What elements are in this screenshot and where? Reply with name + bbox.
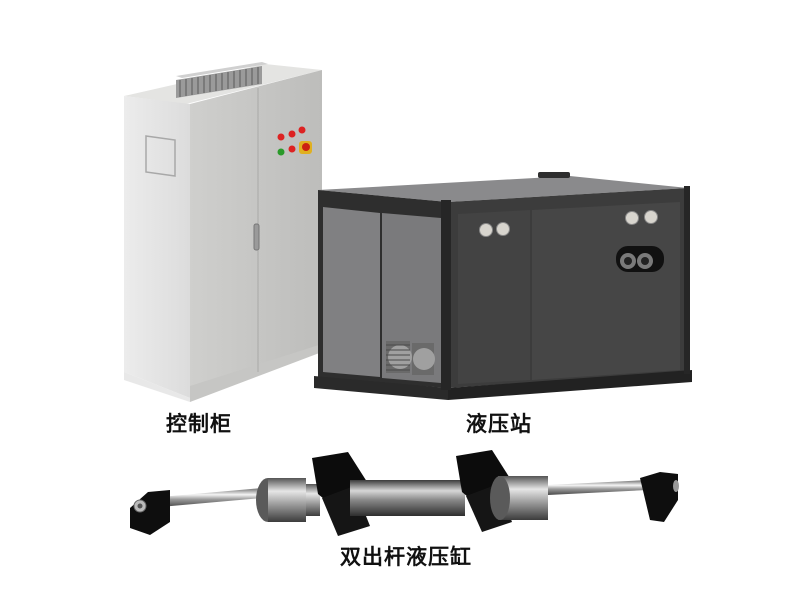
cylinder-barrel [350, 480, 465, 516]
hydraulic-cylinder-label: 双出杆液压缸 [340, 545, 472, 569]
door-handle [253, 223, 260, 251]
emergency-stop-button [299, 141, 312, 154]
side-window [145, 135, 176, 177]
left-end-bracket [130, 490, 170, 535]
top-cap [538, 172, 570, 178]
indicator-lights [277, 126, 306, 156]
fan-grille [386, 341, 435, 375]
hydraulic-station-label: 液压站 [466, 412, 532, 436]
hydraulic-station [314, 172, 692, 400]
right-end-bracket [640, 472, 679, 522]
control-cabinet [124, 62, 322, 402]
double-rod-cylinder [130, 450, 679, 536]
heatsink-fins [176, 62, 268, 98]
pressure-gauges [479, 210, 658, 237]
hydraulic-ports [616, 246, 664, 272]
control-cabinet-label: 控制柜 [166, 412, 232, 436]
